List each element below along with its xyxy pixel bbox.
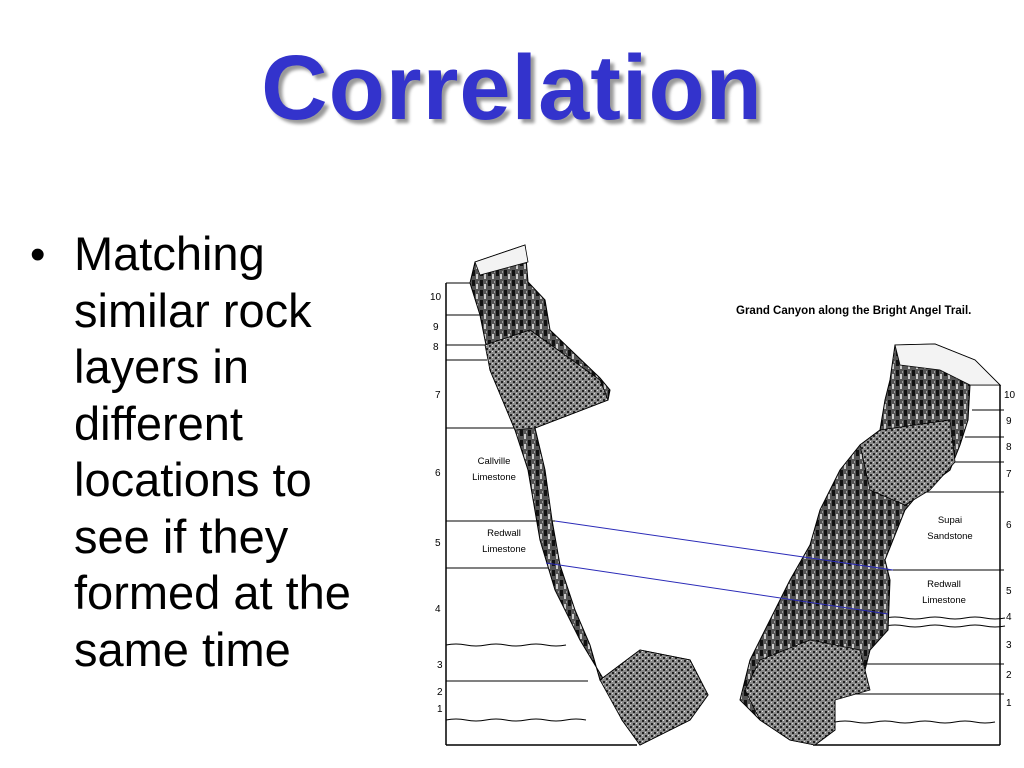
right-layer-number: 4 [1006, 612, 1012, 623]
bullet-text: Matching similar rock layers in differen… [74, 226, 351, 678]
correlation-line-redwall-top [554, 520, 894, 571]
bullet-line: layers in [74, 340, 250, 393]
right-layer-number: 9 [1006, 416, 1012, 427]
left-layer-number: 9 [433, 322, 439, 333]
left-layer-number: 2 [437, 687, 443, 698]
bullet-line: same time [74, 622, 291, 676]
right-label-supai-sandstone: Supai Sandstone [927, 515, 973, 542]
left-stratigraphic-column [445, 282, 637, 746]
left-layer-number: 4 [435, 604, 441, 615]
diagram-caption: Grand Canyon along the Bright Angel Trai… [736, 305, 972, 317]
bullet-list: • Matching similar rock layers in differ… [30, 226, 430, 678]
left-layer-number: 10 [430, 292, 442, 303]
bullet-dot-icon: • [30, 230, 46, 279]
left-layer-number: 8 [433, 342, 439, 353]
grand-canyon-diagram: Grand Canyon along the Bright Angel Trai… [400, 240, 1024, 768]
bullet-line: formed at the [74, 566, 351, 619]
correlation-line-redwall-bottom [545, 562, 889, 615]
right-layer-number: 3 [1006, 640, 1012, 651]
left-layer-number: 5 [435, 538, 441, 549]
left-layer-number: 7 [435, 390, 441, 401]
bullet-line: Matching [74, 227, 265, 280]
left-label-redwall-limestone: Redwall Limestone [482, 528, 526, 555]
right-layer-number: 2 [1006, 670, 1012, 681]
right-layer-number: 8 [1006, 442, 1012, 453]
right-stratigraphic-column [813, 384, 1006, 746]
right-label-redwall-limestone: Redwall Limestone [922, 579, 966, 606]
right-layer-number: 1 [1006, 698, 1012, 709]
bullet-line: see if they [74, 509, 289, 563]
left-layer-number: 3 [437, 660, 443, 671]
bullet-item: • Matching similar rock layers in differ… [30, 226, 430, 678]
slide-title: Correlation [261, 37, 763, 139]
bullet-line: locations to [74, 453, 312, 506]
right-layer-number: 10 [1004, 390, 1016, 401]
left-layer-number: 6 [435, 468, 441, 479]
bullet-line: similar rock [74, 283, 312, 337]
canyon-cross-section-illustration [445, 244, 1006, 746]
right-layer-number: 5 [1006, 586, 1012, 597]
right-layer-number: 6 [1006, 520, 1012, 531]
bullet-line: different [74, 396, 243, 450]
left-layer-number: 1 [437, 704, 443, 715]
left-label-callville-limestone: Callville Limestone [472, 456, 516, 483]
right-layer-number: 7 [1006, 469, 1012, 480]
